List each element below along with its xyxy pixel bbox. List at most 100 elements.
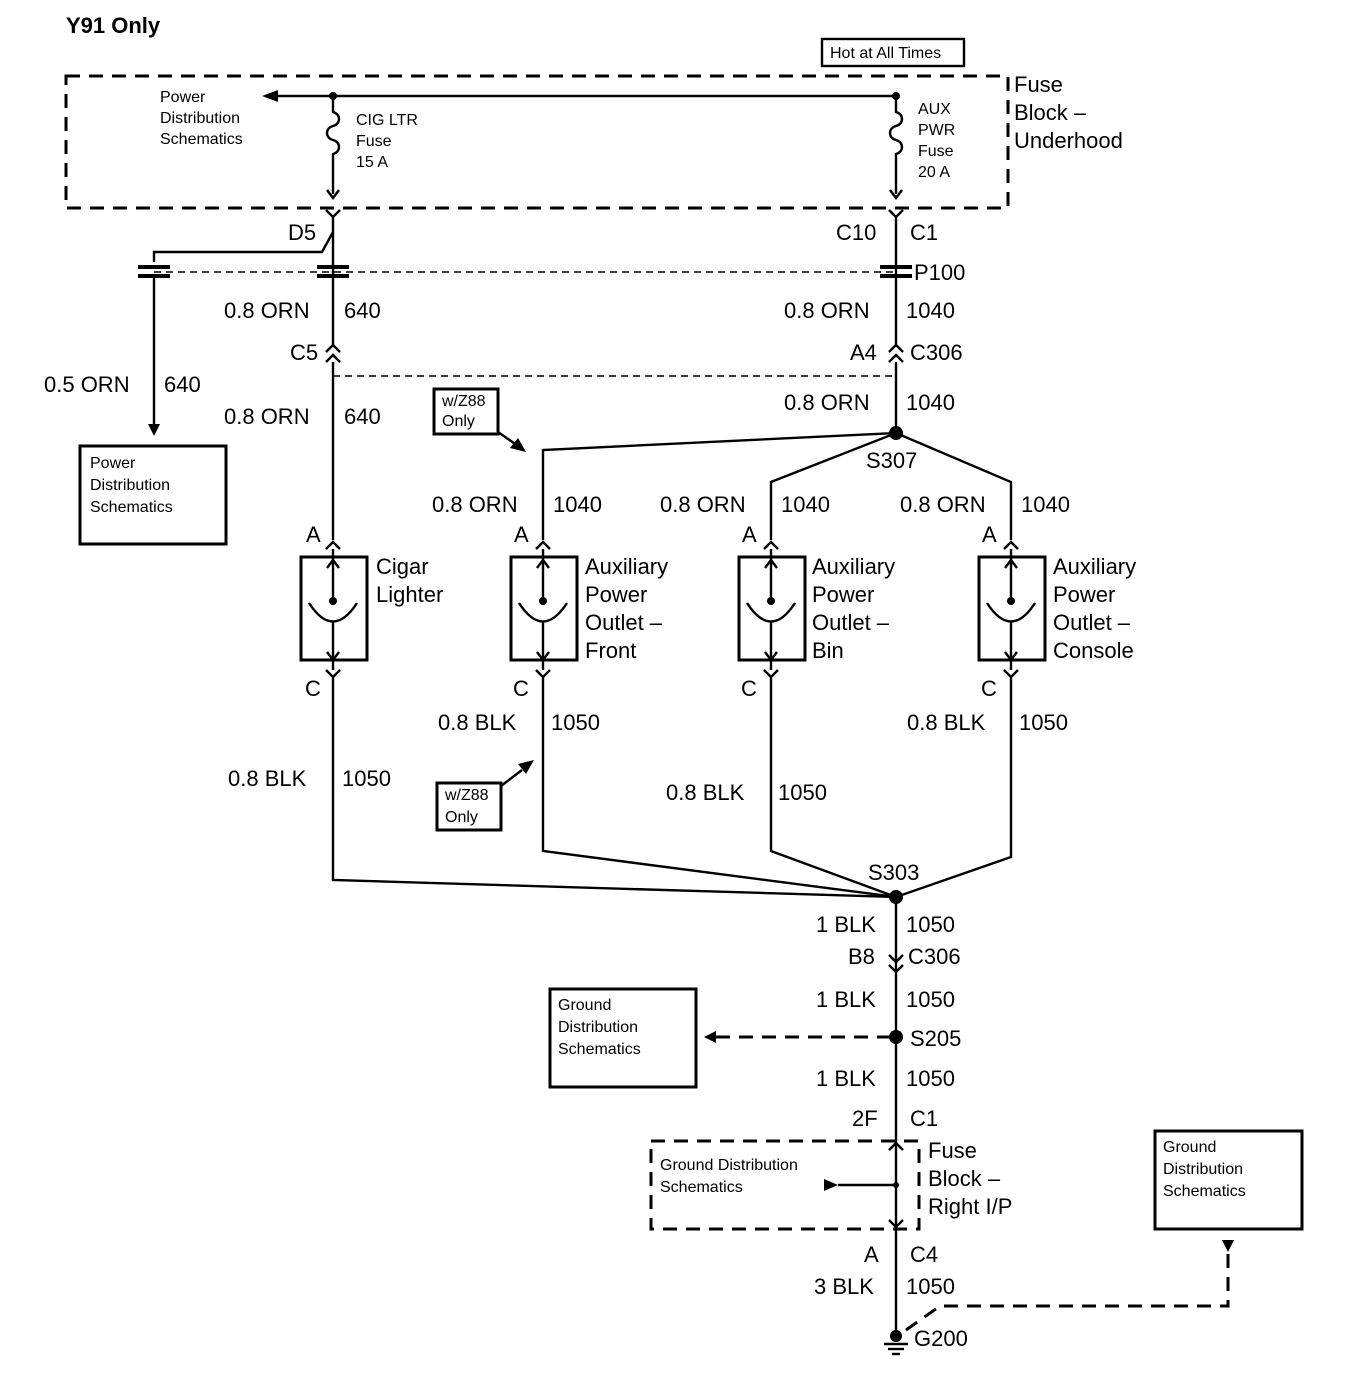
front-label-3: Outlet – (585, 610, 663, 635)
console-pin-a: A (982, 522, 997, 547)
main-ground-2-circuit: 1050 (906, 987, 955, 1012)
cig-pin-a: A (306, 522, 321, 547)
aux-fuse-label-2: PWR (918, 122, 955, 139)
power-dist-ref-2: Distribution (90, 477, 170, 494)
fuse-block-underhood-outline (64, 74, 1010, 210)
d5-connector (325, 209, 341, 219)
cigar-lighter-component (299, 549, 369, 670)
ground-dist-ref-box-left (548, 987, 698, 1089)
aux-outlet-console-component (977, 549, 1047, 670)
ip-fuse-label-2: Block – (928, 1166, 1001, 1191)
ground-dist-ref-box-right (1153, 1129, 1304, 1231)
power-dist-ref-1: Power (90, 455, 136, 472)
front-feed-wire (541, 431, 897, 540)
ground-dist-inside-2: Schematics (660, 1179, 743, 1196)
main-ground-1-circuit: 1050 (906, 912, 955, 937)
fuse-block-right-ip-outline (649, 1139, 921, 1231)
p100-symbol-mid (317, 265, 349, 278)
console-feed-circuit: 1040 (1021, 492, 1070, 517)
aux-fuse-label-4: 20 A (918, 164, 950, 181)
c4-connector (888, 1219, 904, 1229)
c306-connector-bottom (888, 353, 904, 363)
console-pin-c-mark (1003, 669, 1019, 679)
front-ground-wire (541, 677, 897, 899)
cig-upper-gauge: 0.8 ORN (224, 298, 310, 323)
bin-ground-wire (769, 677, 897, 899)
s205-branch-arrow (704, 1031, 716, 1043)
z88-lower-pointer (500, 769, 523, 787)
aux-fuse-label-1: AUX (918, 101, 951, 118)
a-bottom-label: A (864, 1242, 879, 1267)
bin-label-3: Outlet – (812, 610, 890, 635)
p100-symbol-right (880, 265, 912, 278)
z88-upper-2: Only (442, 413, 475, 430)
main-ground-3-circuit: 1050 (906, 1066, 955, 1091)
console-label-4: Console (1053, 638, 1134, 663)
power-dist-ref-3: Schematics (90, 499, 173, 516)
ground-dist-right-1: Ground (1163, 1139, 1216, 1156)
c1-top-label: C1 (910, 220, 938, 245)
z88-lower-2: Only (445, 809, 478, 826)
c1-connector-top (888, 209, 904, 219)
bin-feed-wire (769, 431, 897, 540)
b8-connector-top (888, 954, 904, 964)
c10-label: C10 (836, 220, 876, 245)
aux-outlet-bin-component (737, 549, 807, 670)
cig-ground-gauge: 0.8 BLK (228, 766, 307, 791)
s307-label: S307 (866, 448, 917, 473)
bin-feed-gauge: 0.8 ORN (660, 492, 746, 517)
bin-pin-a: A (742, 522, 757, 547)
hot-label: Hot at All Times (830, 45, 941, 62)
cig-upper-circuit: 640 (344, 298, 381, 323)
console-feed-gauge: 0.8 ORN (900, 492, 986, 517)
console-pin-a-mark (1003, 540, 1019, 550)
ground-dist-left-3: Schematics (558, 1041, 641, 1058)
ip-ground-junction (893, 1182, 899, 1188)
console-ground-wire (895, 677, 1013, 899)
c5-label: C5 (290, 340, 318, 365)
aux-pwr-fuse (888, 96, 904, 194)
front-label-1: Auxiliary (585, 554, 668, 579)
aux-lower-gauge: 0.8 ORN (784, 390, 870, 415)
d5-label: D5 (288, 220, 316, 245)
left-branch-gauge: 0.5 ORN (44, 372, 130, 397)
z88-lower-arrowhead (518, 760, 534, 774)
aux-outlet-front-component (509, 549, 579, 670)
console-ground-gauge: 0.8 BLK (907, 710, 986, 735)
c4-label: C4 (910, 1242, 938, 1267)
ground-symbol (884, 1342, 908, 1356)
cig-lower-gauge: 0.8 ORN (224, 404, 310, 429)
p100-label: P100 (914, 260, 965, 285)
front-label-2: Power (585, 582, 647, 607)
left-branch-arrow (148, 424, 160, 436)
cig-fuse-label-1: CIG LTR (356, 112, 418, 129)
s205-splice (889, 1030, 903, 1044)
power-dist-ref-box (78, 444, 228, 546)
front-feed-gauge: 0.8 ORN (432, 492, 518, 517)
c5-connector-top (325, 343, 341, 353)
bin-pin-a-mark (763, 540, 779, 550)
bin-pin-c: C (741, 676, 757, 701)
ground-dist-right-3: Schematics (1163, 1183, 1246, 1200)
fuse-block-underhood-label-3: Underhood (1014, 128, 1123, 153)
aux-fuse-label-3: Fuse (918, 143, 954, 160)
c1-bottom-label: C1 (910, 1106, 938, 1131)
bin-ground-gauge: 0.8 BLK (666, 780, 745, 805)
ground-dist-left-2: Distribution (558, 1019, 638, 1036)
power-dist-label-2: Distribution (160, 110, 240, 127)
front-feed-circuit: 1040 (553, 492, 602, 517)
cig-pin-a-mark (325, 540, 341, 550)
console-label-3: Outlet – (1053, 610, 1131, 635)
2f-label: 2F (852, 1106, 878, 1131)
power-dist-label-1: Power (160, 89, 206, 106)
main-ground-1-gauge: 1 BLK (816, 912, 876, 937)
cig-pin-c-mark (325, 669, 341, 679)
b8-connector-bottom (888, 964, 904, 974)
console-ground-circuit: 1050 (1019, 710, 1068, 735)
console-label-2: Power (1053, 582, 1115, 607)
bin-label-1: Auxiliary (812, 554, 895, 579)
bin-feed-circuit: 1040 (781, 492, 830, 517)
aux-lower-circuit: 1040 (906, 390, 955, 415)
